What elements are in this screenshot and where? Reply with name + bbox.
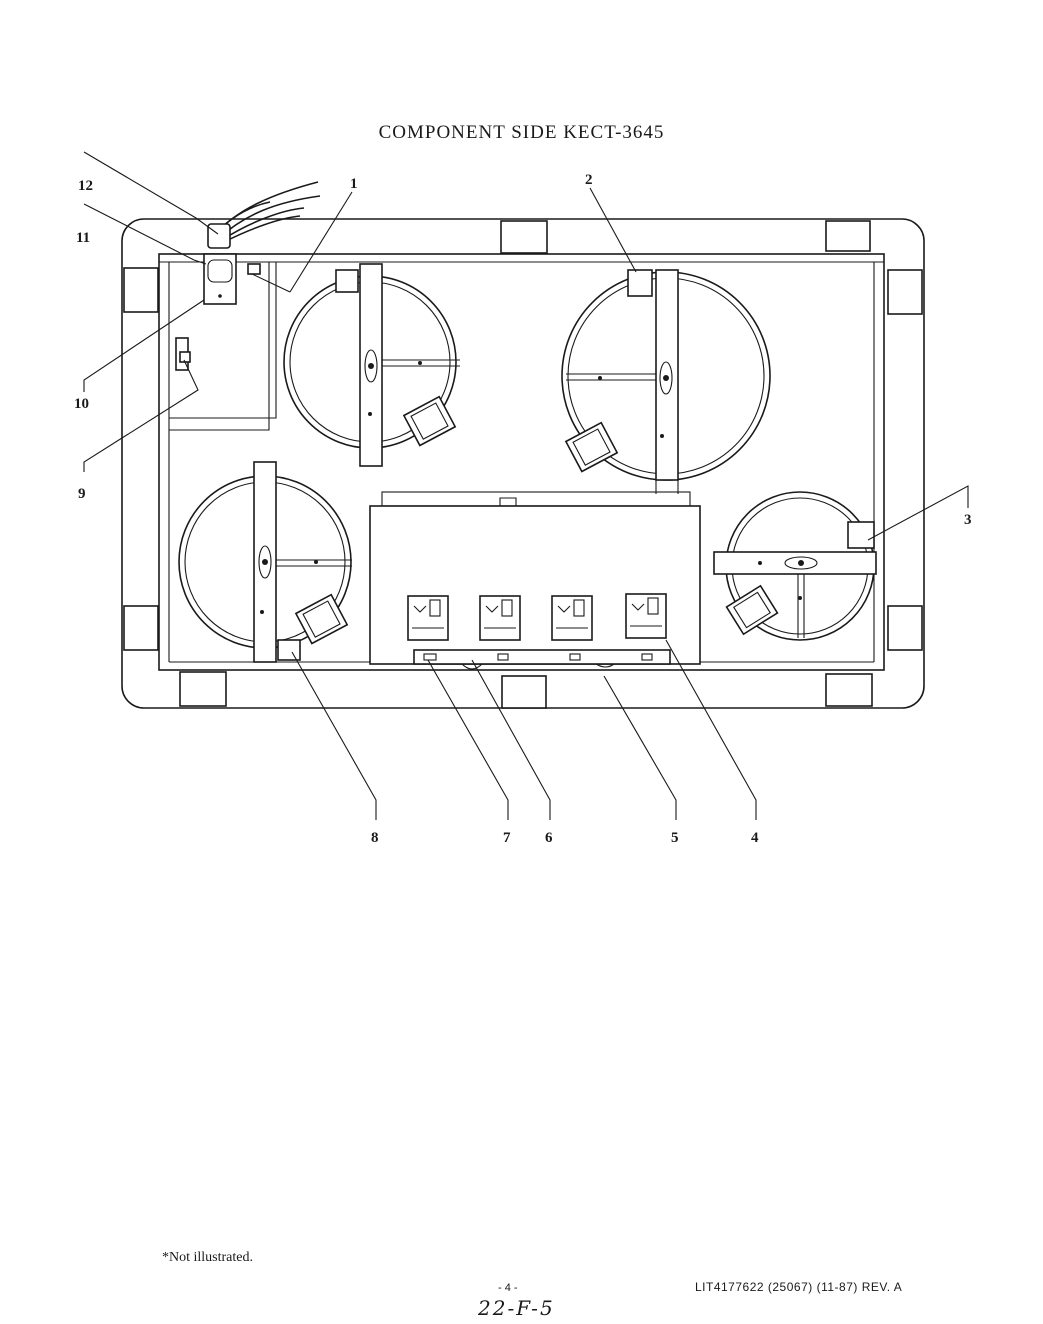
burner-center-slot [364, 349, 378, 383]
junction-compartment [169, 262, 277, 419]
burner-center-rivet [798, 560, 804, 566]
infinite-switch [479, 595, 521, 641]
burner-support-bar [655, 269, 679, 481]
indicator-light [569, 653, 581, 661]
callout-3: 3 [964, 512, 972, 528]
limit-switch [335, 269, 359, 293]
burner-rivet [798, 596, 802, 600]
indicator-wire [461, 663, 483, 670]
burner-terminal-plate [410, 402, 449, 440]
infinite-switch [625, 593, 667, 639]
burner-center-slot [659, 361, 673, 395]
footnote: *Not illustrated. [162, 1250, 253, 1265]
frame-clip [179, 671, 227, 707]
burner-terminal-plate [733, 591, 771, 629]
power-cable [223, 215, 301, 243]
switch [179, 351, 191, 363]
burner-rivet [368, 412, 372, 416]
limit-switch [847, 521, 875, 549]
burner-rivet [314, 560, 318, 564]
inner-pan [158, 253, 885, 671]
burner-center-rivet [368, 363, 374, 369]
callout-11: 11 [76, 230, 90, 246]
limit-switch [627, 269, 653, 297]
burner-terminal-box [402, 395, 457, 447]
burner-center-rivet [262, 559, 268, 565]
burner-rivet [758, 561, 762, 565]
callout-1: 1 [350, 176, 358, 192]
burner-terminal-box [725, 584, 779, 636]
control-box-notch [499, 497, 517, 506]
callout-8: 8 [371, 830, 379, 846]
callout-9: 9 [78, 486, 86, 502]
indicator-light [497, 653, 509, 661]
control-box-lid [381, 491, 691, 507]
infinite-switch [551, 595, 593, 641]
page-number: - 4 - [498, 1282, 518, 1294]
burner-terminal-plate [572, 428, 611, 466]
document-reference: LIT4177622 (25067) (11-87) REV. A [695, 1280, 903, 1294]
callout-2: 2 [585, 172, 593, 188]
terminal-block [247, 263, 261, 275]
indicator-light [423, 653, 437, 661]
burner-support-bar [713, 551, 877, 575]
indicator-light-rail [413, 649, 671, 665]
callout-6: 6 [545, 830, 553, 846]
frame-clip [887, 605, 923, 651]
burner-terminal-box [564, 421, 619, 473]
frame-clip [825, 673, 873, 707]
cable-grommet [207, 223, 231, 249]
power-cable [221, 207, 305, 241]
callout-12: 12 [78, 178, 93, 194]
callout-4: 4 [751, 830, 759, 846]
indicator-light [641, 653, 653, 661]
frame-clip [825, 220, 871, 252]
burner-rivet [660, 434, 664, 438]
frame-clip [123, 605, 159, 651]
burner-center-rivet [663, 375, 669, 381]
leader-lines [83, 151, 969, 820]
callout-10: 10 [74, 396, 89, 412]
burner-rivet [418, 361, 422, 365]
frame-clip [500, 220, 548, 254]
burner-center-slot [258, 545, 272, 579]
frame-clip [887, 269, 923, 315]
burner-rivet [260, 610, 264, 614]
frame-clip [501, 675, 547, 709]
limit-switch [277, 639, 301, 661]
burner-center-slot [784, 556, 818, 570]
burner-rivet [598, 376, 602, 380]
frame-clip [123, 267, 159, 313]
conduit-connector [207, 259, 233, 283]
indicator-wire [595, 663, 615, 668]
callout-7: 7 [503, 830, 511, 846]
handwritten-note: 22-F-5 [478, 1296, 555, 1320]
burner-terminal-plate [302, 600, 341, 638]
diagram-title: COMPONENT SIDE KECT-3645 [378, 122, 665, 143]
junction-box-screw [218, 294, 222, 298]
infinite-switch [407, 595, 449, 641]
callout-5: 5 [671, 830, 679, 846]
junction-compartment [169, 262, 270, 431]
burner-terminal-box [294, 593, 349, 645]
